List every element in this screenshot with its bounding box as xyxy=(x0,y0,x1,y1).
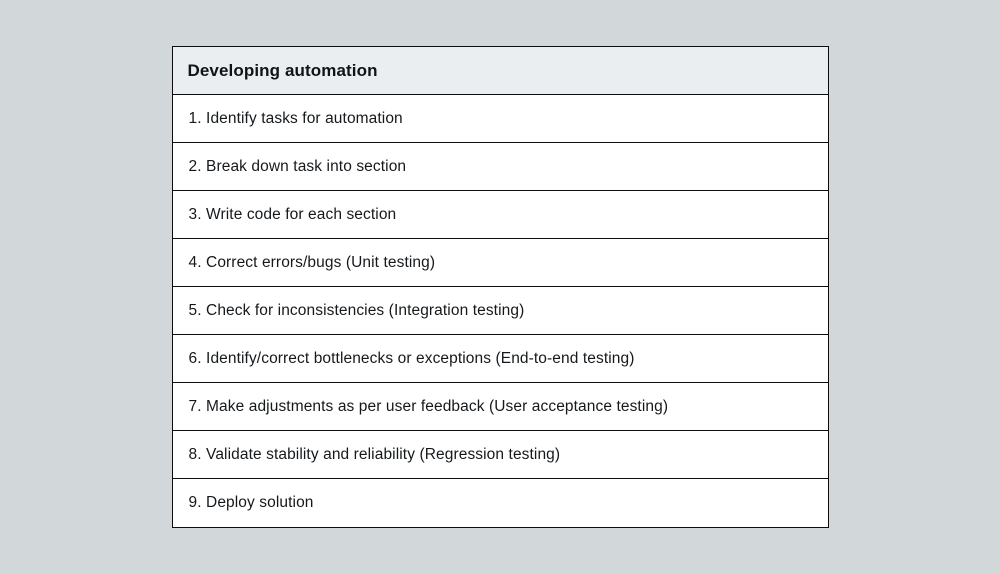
table-row: 6. Identify/correct bottlenecks or excep… xyxy=(172,335,828,383)
table-row: 9. Deploy solution xyxy=(172,479,828,527)
table-row: 8. Validate stability and reliability (R… xyxy=(172,431,828,479)
step-text: 8. Validate stability and reliability (R… xyxy=(188,445,561,463)
table-header: Developing automation xyxy=(172,47,828,95)
table-row: 7. Make adjustments as per user feedback… xyxy=(172,383,828,431)
step-text: 2. Break down task into section xyxy=(188,157,407,175)
developing-automation-table: Developing automation 1. Identify tasks … xyxy=(171,46,829,528)
table-row: 4. Correct errors/bugs (Unit testing) xyxy=(172,239,828,287)
step-text: 1. Identify tasks for automation xyxy=(188,109,403,127)
table-row: 2. Break down task into section xyxy=(172,143,828,191)
step-text: 4. Correct errors/bugs (Unit testing) xyxy=(188,253,436,271)
step-text: 3. Write code for each section xyxy=(188,205,397,223)
step-text: 7. Make adjustments as per user feedback… xyxy=(188,397,669,415)
table-title: Developing automation xyxy=(187,60,378,80)
step-text: 6. Identify/correct bottlenecks or excep… xyxy=(188,349,635,367)
step-text: 5. Check for inconsistencies (Integratio… xyxy=(188,301,525,319)
table-row: 5. Check for inconsistencies (Integratio… xyxy=(172,287,828,335)
table-row: 1. Identify tasks for automation xyxy=(172,95,828,143)
table-row: 3. Write code for each section xyxy=(172,191,828,239)
step-text: 9. Deploy solution xyxy=(188,494,314,511)
